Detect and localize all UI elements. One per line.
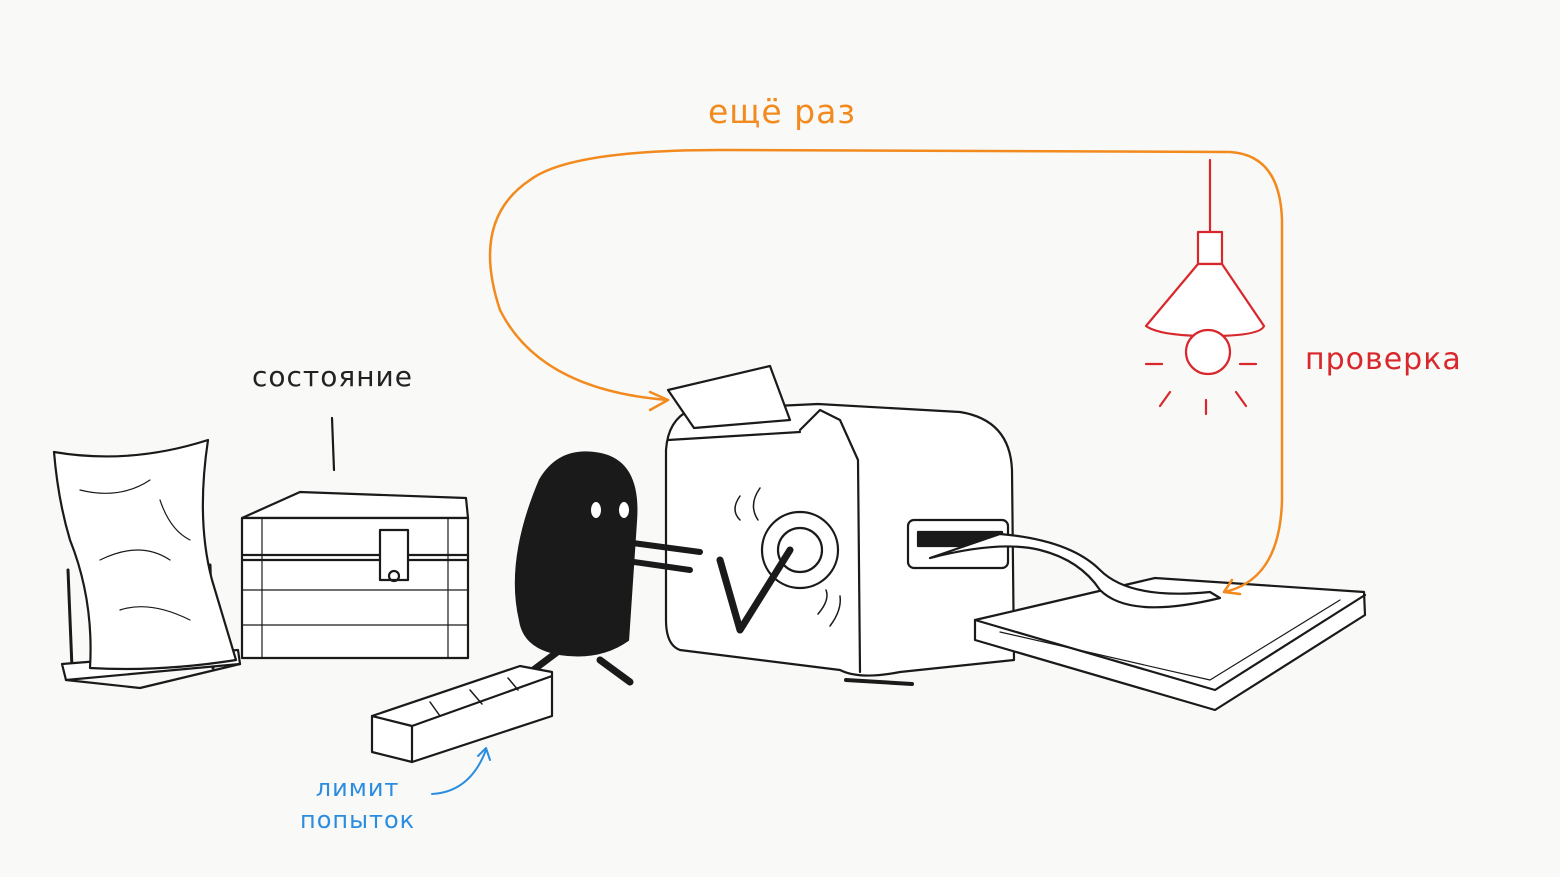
block-icon bbox=[370, 664, 554, 764]
limit-label-line2: попыток bbox=[300, 806, 416, 834]
character-icon bbox=[514, 451, 703, 686]
limit-label-line1: лимит bbox=[315, 774, 400, 802]
tray-icon bbox=[928, 532, 1367, 712]
loop-arrow bbox=[488, 148, 1284, 596]
sack-icon bbox=[52, 438, 242, 690]
lamp-icon bbox=[1144, 158, 1266, 416]
limit-label: лимит попыток bbox=[300, 772, 415, 836]
state-label: состояние bbox=[252, 360, 413, 393]
chest-icon bbox=[240, 416, 470, 660]
check-label: проверка bbox=[1305, 342, 1462, 377]
again-label: ещё раз bbox=[708, 92, 856, 131]
limit-arrow bbox=[431, 747, 491, 795]
machine-icon bbox=[664, 364, 1016, 686]
